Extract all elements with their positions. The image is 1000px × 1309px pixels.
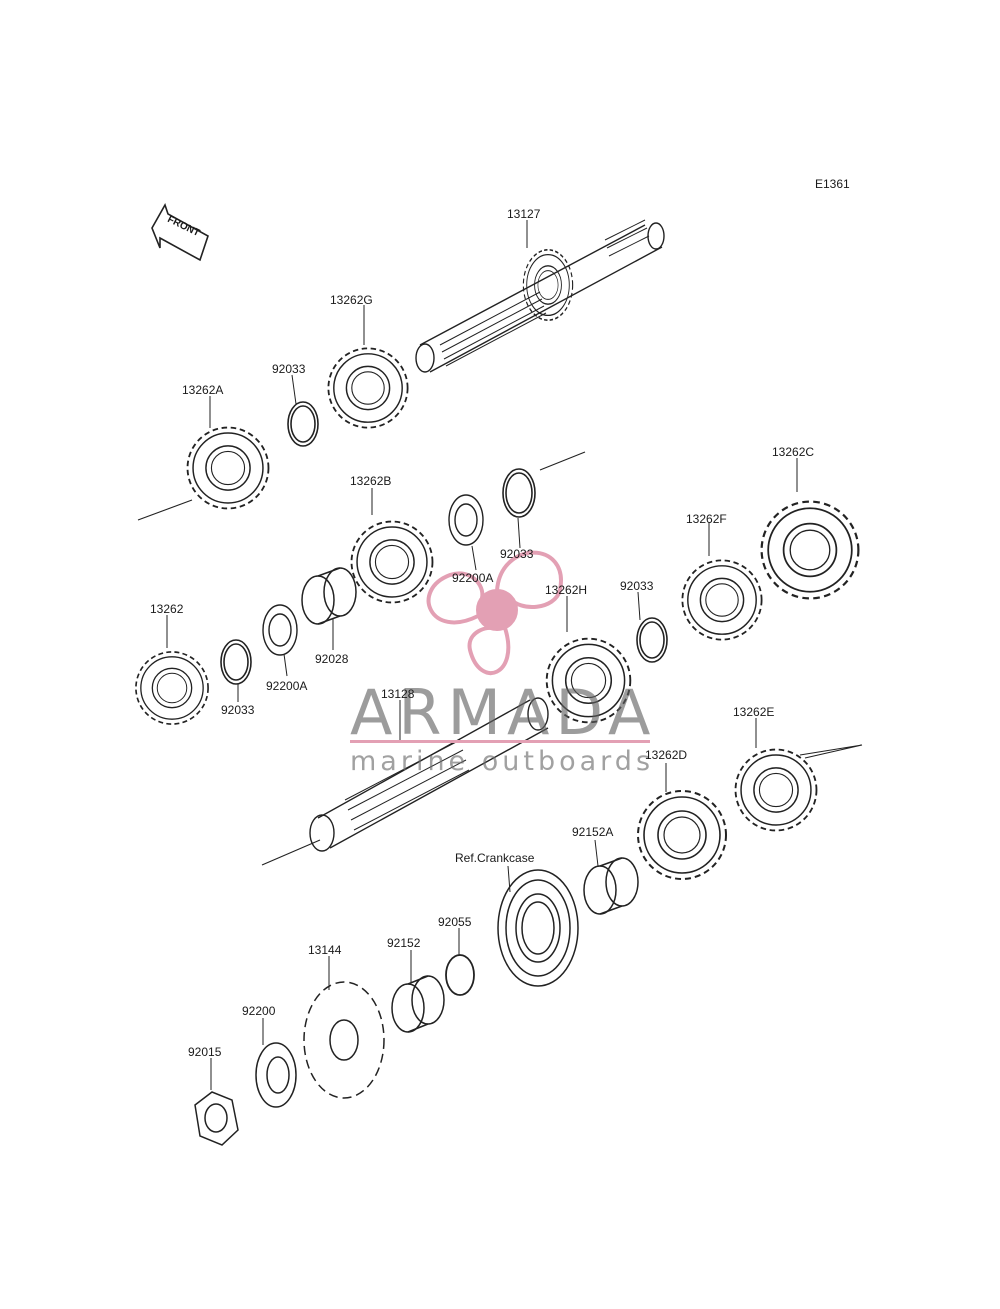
bushing-92152A-drawing: [583, 857, 639, 915]
washer-92200A-b-drawing: [262, 604, 298, 656]
gear-13262C-drawing: [760, 500, 860, 600]
sprocket-13144-drawing: [303, 981, 385, 1099]
shaft-13128-drawing: [309, 697, 549, 852]
part-label-13262F[interactable]: 13262F: [686, 512, 727, 526]
part-label-92152[interactable]: 92152: [387, 936, 421, 950]
part-label-13128[interactable]: 13128: [381, 687, 415, 701]
gear-13262G-drawing: [327, 347, 409, 429]
part-label-13262D[interactable]: 13262D: [645, 748, 688, 762]
watermark-tagline: marine outboards: [350, 746, 655, 777]
part-label-13127[interactable]: 13127: [507, 207, 541, 221]
nut-92015-drawing: [194, 1091, 239, 1146]
bushing-92152-drawing: [391, 975, 445, 1033]
gear-13262B-drawing: [350, 520, 434, 604]
part-label-13262A[interactable]: 13262A: [182, 383, 224, 397]
part-label-92033[interactable]: 92033: [500, 547, 534, 561]
part-label-92033[interactable]: 92033: [272, 362, 306, 376]
gear-13262A-drawing: [186, 426, 270, 510]
diagram-code: E1361: [815, 177, 850, 191]
part-label-92055[interactable]: 92055: [438, 915, 472, 929]
ring-92033-d-drawing: [220, 639, 252, 685]
ring-92033-c-drawing: [636, 617, 668, 663]
part-label-92028[interactable]: 92028: [315, 652, 349, 666]
part-label-13262H[interactable]: 13262H: [545, 583, 588, 597]
part-label-92033[interactable]: 92033: [620, 579, 654, 593]
armada-propeller-logo: [426, 550, 563, 676]
part-label-92152A[interactable]: 92152A: [572, 825, 614, 839]
part-label-92200[interactable]: 92200: [242, 1004, 276, 1018]
watermark-underline: [350, 740, 650, 743]
oring-92055-drawing: [445, 954, 475, 996]
leader-lines: [166, 220, 798, 1090]
washer-92200A-a-drawing: [448, 494, 484, 546]
part-label-13262B[interactable]: 13262B: [350, 474, 392, 488]
part-label-92033[interactable]: 92033: [221, 703, 255, 717]
part-label-13262G[interactable]: 13262G: [330, 293, 373, 307]
gear-13262D-drawing: [637, 790, 727, 880]
guide-lines: [137, 451, 863, 866]
part-label-13262E[interactable]: 13262E: [733, 705, 775, 719]
gear-13262F-drawing: [681, 559, 763, 641]
ring-92033-a-drawing: [287, 401, 319, 447]
part-label-92200A[interactable]: 92200A: [266, 679, 308, 693]
part-label-13262C[interactable]: 13262C: [772, 445, 815, 459]
bearing-crankcase-drawing: [497, 869, 579, 987]
front-arrow-icon: [151, 203, 209, 262]
gear-13262E-drawing: [734, 748, 818, 832]
washer-92200-drawing: [255, 1042, 297, 1108]
part-label-13144[interactable]: 13144: [308, 943, 342, 957]
shaft-13127-drawing: [415, 219, 665, 373]
watermark-brand: ARMADA: [350, 676, 657, 749]
part-label-ref-crankcase[interactable]: Ref.Crankcase: [455, 851, 535, 865]
part-label-13262[interactable]: 13262: [150, 602, 184, 616]
ring-92033-b-drawing: [502, 468, 536, 518]
bearing-92028-drawing: [301, 567, 357, 625]
gear-13262-drawing: [135, 651, 209, 725]
part-label-92015[interactable]: 92015: [188, 1045, 222, 1059]
part-label-92200A[interactable]: 92200A: [452, 571, 494, 585]
